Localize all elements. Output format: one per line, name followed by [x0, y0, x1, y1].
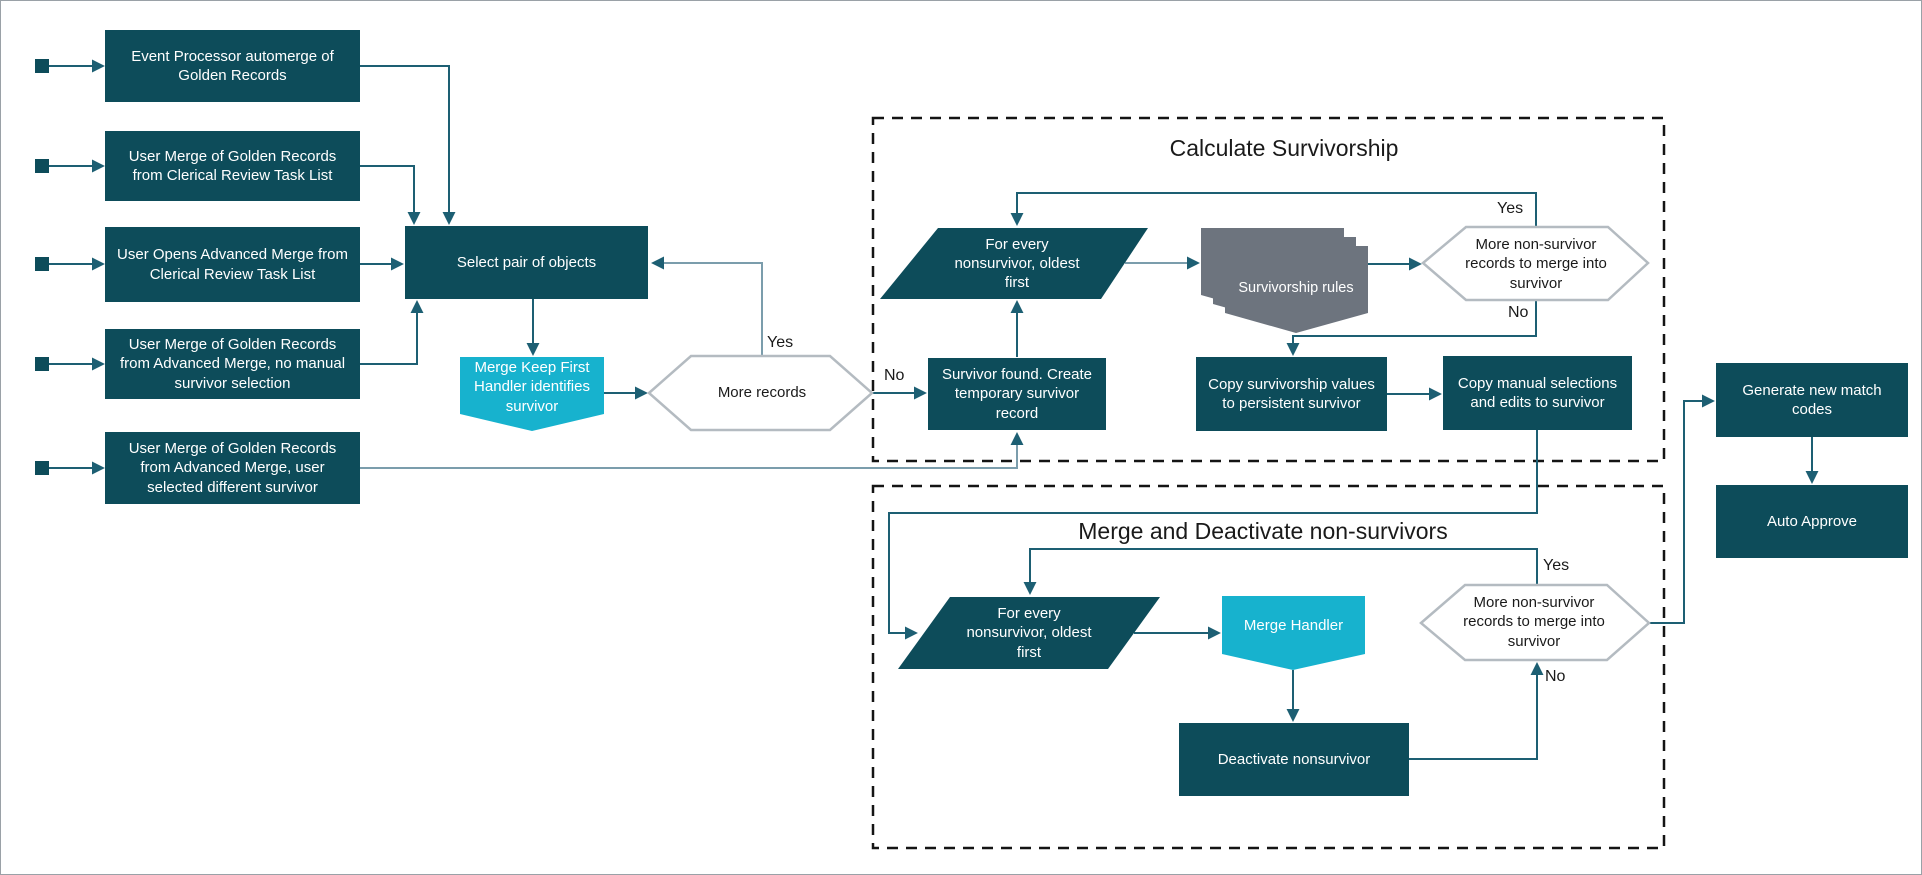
node-user-merge-clerical: User Merge of Golden Records from Cleric…	[105, 131, 360, 201]
node-label: Select pair of objects	[456, 253, 597, 271]
edge-deactivate-no-more-nonsurvivor-bottom	[1409, 662, 1544, 760]
node-survivorship-rules	[1201, 228, 1368, 333]
node-auto-approve: Auto Approve	[1716, 485, 1908, 558]
node-merge-keep-first-handler	[460, 357, 604, 431]
node-label: Auto Approve	[1766, 512, 1858, 530]
node-for-every-nonsurvivor-bottom	[898, 597, 1160, 669]
edge-label-more-records-yes: Yes	[767, 334, 794, 351]
node-label: User Merge of Golden Records from Advanc…	[128, 440, 337, 496]
survivorship-rules-layer-front	[1225, 246, 1368, 333]
edge-diff-survivor-survivor-found	[360, 432, 1024, 469]
section-title-merge-deactivate: Merge and Deactivate non-survivors	[1078, 518, 1448, 544]
node-copy-manual-selections: Copy manual selections and edits to surv…	[1443, 356, 1632, 430]
edge-more-records-yes-select-pair	[651, 256, 763, 356]
edge-merge-clerical-select-pair	[360, 165, 421, 225]
edge-label-bottom-hex-yes: Yes	[1543, 557, 1570, 574]
node-for-every-nonsurvivor-top	[880, 228, 1148, 299]
edge-label-top-hex-no: No	[1508, 304, 1529, 321]
group-calculate-survivorship	[871, 116, 1666, 463]
node-label: Copy manual selections and edits to surv…	[1457, 374, 1618, 411]
decision-more-nonsurvivor-top	[1421, 225, 1650, 302]
edge-label-bottom-hex-no: No	[1545, 668, 1566, 685]
node-event-processor-automerge: Event Processor automerge of Golden Reco…	[105, 30, 360, 102]
edge-copy-manual-for-every-bottom	[888, 430, 1538, 640]
node-label: Event Processor automerge of Golden Reco…	[131, 47, 334, 84]
node-select-pair: Select pair of objects	[405, 226, 648, 299]
decision-more-records	[647, 354, 874, 432]
node-merge-handler	[1222, 596, 1365, 670]
node-label: Generate new match codes	[1742, 381, 1882, 418]
node-label: User Merge of Golden Records from Cleric…	[128, 147, 337, 184]
edge-no-manual-select-pair	[360, 300, 424, 365]
edge-more-nonsurvivor-top-no-copy-survivorship	[1286, 300, 1537, 356]
edge-more-nonsurvivor-bottom-yes-loop	[1023, 548, 1538, 595]
node-label: User Merge of Golden Records from Advanc…	[119, 336, 346, 392]
node-label: Copy survivorship values to persistent s…	[1208, 375, 1375, 412]
node-user-merge-no-manual: User Merge of Golden Records from Advanc…	[105, 329, 360, 399]
start-marker-2	[35, 159, 49, 173]
start-marker-3	[35, 257, 49, 271]
edge-label-top-hex-yes: Yes	[1497, 200, 1524, 217]
edge-label-more-records-no: No	[884, 367, 905, 384]
decision-more-nonsurvivor-bottom	[1419, 583, 1651, 662]
section-title-calculate-survivorship: Calculate Survivorship	[1169, 135, 1399, 161]
edge-more-nonsurvivor-top-yes-loop	[1010, 192, 1537, 227]
edge-more-nonsurvivor-bottom-generate-match	[1649, 394, 1715, 624]
node-label: Deactivate nonsurvivor	[1217, 750, 1371, 768]
node-user-opens-advanced: User Opens Advanced Merge from Clerical …	[105, 227, 360, 302]
edge-event-processor-select-pair	[360, 65, 456, 225]
node-user-merge-diff-survivor: User Merge of Golden Records from Advanc…	[105, 432, 360, 504]
group-merge-deactivate	[871, 484, 1666, 850]
start-marker-5	[35, 461, 49, 475]
node-generate-match-codes: Generate new match codes	[1716, 363, 1908, 437]
node-label: Survivor found. Create temporary survivo…	[941, 366, 1093, 422]
node-deactivate-nonsurvivor: Deactivate nonsurvivor	[1179, 723, 1409, 796]
start-marker-1	[35, 59, 49, 73]
node-copy-survivorship-values: Copy survivorship values to persistent s…	[1196, 357, 1387, 431]
node-label: User Opens Advanced Merge from Clerical …	[117, 246, 348, 283]
start-marker-4	[35, 357, 49, 371]
node-survivor-found: Survivor found. Create temporary survivo…	[928, 358, 1106, 430]
